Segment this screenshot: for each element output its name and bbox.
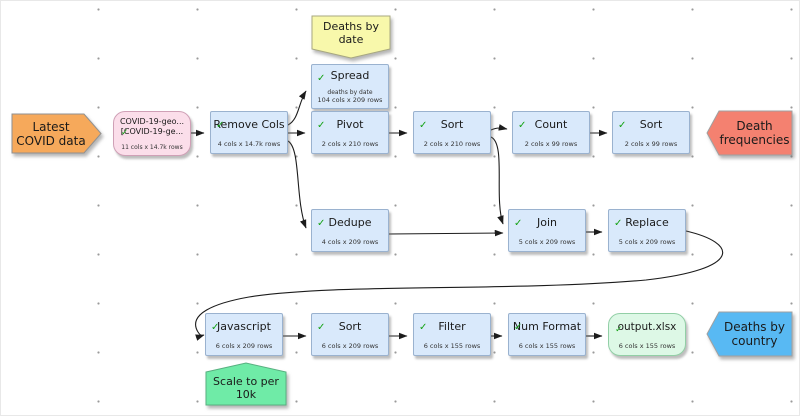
node-dimensions: 2 cols x 210 rows [423, 140, 481, 148]
input-marker-label: Latest COVID data [16, 119, 86, 148]
node-source-covid[interactable]: ✓ COVID-19-geo... [COVID-19-ge... 11 col… [113, 111, 191, 156]
note-shape [311, 15, 391, 59]
node-title: Count [534, 118, 568, 131]
edge-removecols-spread [287, 90, 307, 126]
success-check-icon: ✓ [618, 120, 627, 131]
edge-removecols-dedupe [287, 140, 307, 229]
source-file-1: COVID-19-geo... [119, 117, 185, 126]
output-marker-death-frequencies[interactable]: Death frequencies [706, 110, 793, 156]
node-sort-2[interactable]: ✓ Sort 2 cols x 99 rows [612, 111, 690, 154]
node-title: Sort [338, 320, 362, 333]
node-output-xlsx[interactable]: ✓ output.xlsx 6 cols x 155 rows [608, 313, 686, 356]
node-dimensions: 2 cols x 99 rows [524, 140, 578, 148]
node-title: Dedupe [328, 216, 372, 229]
success-check-icon: ✓ [419, 322, 428, 333]
input-marker-shape [11, 113, 102, 154]
node-title: Filter [438, 320, 466, 333]
node-dimensions: 104 cols x 209 rows [317, 96, 383, 104]
node-dimensions: 2 cols x 99 rows [624, 140, 678, 148]
node-sort-1[interactable]: ✓ Sort 2 cols x 210 rows [413, 111, 491, 154]
node-javascript[interactable]: ✓ Javascript 6 cols x 209 rows [205, 313, 283, 356]
edge-dedupe-join [388, 229, 504, 237]
node-sort-3[interactable]: ✓ Sort 6 cols x 209 rows [311, 313, 389, 356]
output-marker-shape [706, 110, 793, 156]
node-dimensions: 2 cols x 210 rows [321, 140, 379, 148]
success-check-icon: ✓ [211, 322, 220, 333]
node-dimensions: 5 cols x 209 rows [518, 238, 576, 246]
note-label: Deaths by date [323, 20, 379, 46]
success-check-icon: ✓ [514, 218, 523, 229]
node-title: Sort [440, 118, 464, 131]
success-check-icon: ✓ [317, 73, 326, 84]
node-dimensions: 4 cols x 209 rows [321, 238, 379, 246]
node-remove-cols[interactable]: ✓ Remove Cols 4 cols x 14.7k rows [210, 111, 288, 154]
success-check-icon: ✓ [614, 218, 623, 229]
output-marker-label: Deaths by country [723, 320, 786, 348]
node-dimensions: 11 cols x 14.7k rows [121, 144, 183, 151]
input-marker-latest-covid-data[interactable]: Latest COVID data [11, 113, 103, 154]
node-dimensions: 6 cols x 155 rows [518, 342, 576, 350]
success-check-icon: ✓ [216, 120, 225, 131]
node-dimensions: 6 cols x 155 rows [423, 342, 481, 350]
note-label: Scale to per 10k [213, 375, 279, 401]
edge-sort-join [490, 136, 504, 225]
output-marker-label: Death frequencies [719, 119, 790, 147]
node-dimensions: 6 cols x 155 rows [618, 342, 676, 350]
node-note: deaths by date [327, 89, 373, 96]
node-dedupe[interactable]: ✓ Dedupe 4 cols x 209 rows [311, 209, 389, 252]
node-dimensions: 4 cols x 14.7k rows [217, 140, 281, 148]
node-title: Javascript [217, 320, 271, 333]
node-join[interactable]: ✓ Join 5 cols x 209 rows [508, 209, 586, 252]
node-pivot[interactable]: ✓ Pivot 2 cols x 210 rows [311, 111, 389, 154]
node-title: Replace [625, 216, 669, 229]
node-filter[interactable]: ✓ Filter 6 cols x 155 rows [413, 313, 491, 356]
success-check-icon: ✓ [518, 120, 527, 131]
node-title: output.xlsx [617, 321, 677, 333]
node-spread[interactable]: ✓ Spread deaths by date 104 cols x 209 r… [311, 64, 389, 109]
note-scale-to-per-10k[interactable]: Scale to per 10k [205, 362, 287, 406]
node-replace[interactable]: ✓ Replace 5 cols x 209 rows [608, 209, 686, 252]
note-deaths-by-date[interactable]: Deaths by date [311, 15, 391, 59]
node-title: Join [536, 216, 557, 229]
node-title: Pivot [336, 118, 364, 131]
success-check-icon: ✓ [121, 128, 129, 138]
node-num-format[interactable]: ✓ Num Format 6 cols x 155 rows [508, 313, 586, 356]
output-marker-deaths-by-country[interactable]: Deaths by country [706, 311, 793, 357]
node-title: Remove Cols [213, 118, 285, 131]
node-title: Sort [639, 118, 663, 131]
node-title: Spread [330, 69, 370, 82]
node-dimensions: 6 cols x 209 rows [321, 342, 379, 350]
node-dimensions: 5 cols x 209 rows [618, 238, 676, 246]
success-check-icon: ✓ [514, 322, 523, 333]
node-dimensions: 6 cols x 209 rows [215, 342, 273, 350]
edge-sort-count [490, 124, 508, 131]
success-check-icon: ✓ [317, 120, 326, 131]
node-count[interactable]: ✓ Count 2 cols x 99 rows [512, 111, 590, 154]
success-check-icon: ✓ [317, 322, 326, 333]
output-marker-shape [706, 311, 793, 357]
node-title: Num Format [512, 320, 582, 333]
success-check-icon: ✓ [317, 218, 326, 229]
success-check-icon: ✓ [419, 120, 428, 131]
source-file-2: [COVID-19-ge... [120, 126, 184, 136]
note-shape [205, 362, 287, 406]
success-check-icon: ✓ [615, 325, 623, 335]
